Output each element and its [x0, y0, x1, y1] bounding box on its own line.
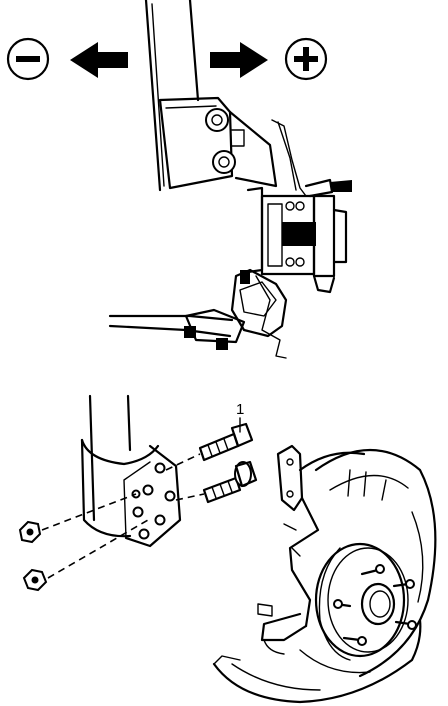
- wheel-studs: [333, 564, 417, 646]
- callout-label: 1: [236, 401, 244, 418]
- bottom-view: 1: [18, 394, 437, 704]
- wheel-hub: [314, 542, 409, 661]
- adjusting-bolt-lower: [202, 460, 258, 504]
- strut-tube: [144, 0, 200, 192]
- strut-bracket: [158, 96, 278, 190]
- lower-arm: [108, 268, 288, 350]
- strut-tube-lower: [88, 394, 132, 522]
- arrow-left-icon: [70, 42, 128, 78]
- bracket-bolt-lower: [212, 150, 236, 174]
- bracket-bolt-upper: [205, 108, 229, 132]
- adjusting-bolt-upper: [198, 422, 254, 462]
- plus-symbol-icon: [284, 37, 328, 81]
- knuckle-hub-assembly: [246, 119, 352, 359]
- steering-knuckle: [257, 444, 366, 655]
- arrow-right-icon: [210, 42, 268, 78]
- alignment-lines: [41, 453, 205, 579]
- strut-clamp-bracket: [80, 438, 182, 548]
- minus-symbol-icon: [6, 37, 50, 81]
- brake-dust-shield: [212, 448, 437, 704]
- top-view: [6, 0, 352, 359]
- nut-lower: [22, 568, 48, 592]
- nut-upper: [18, 520, 42, 544]
